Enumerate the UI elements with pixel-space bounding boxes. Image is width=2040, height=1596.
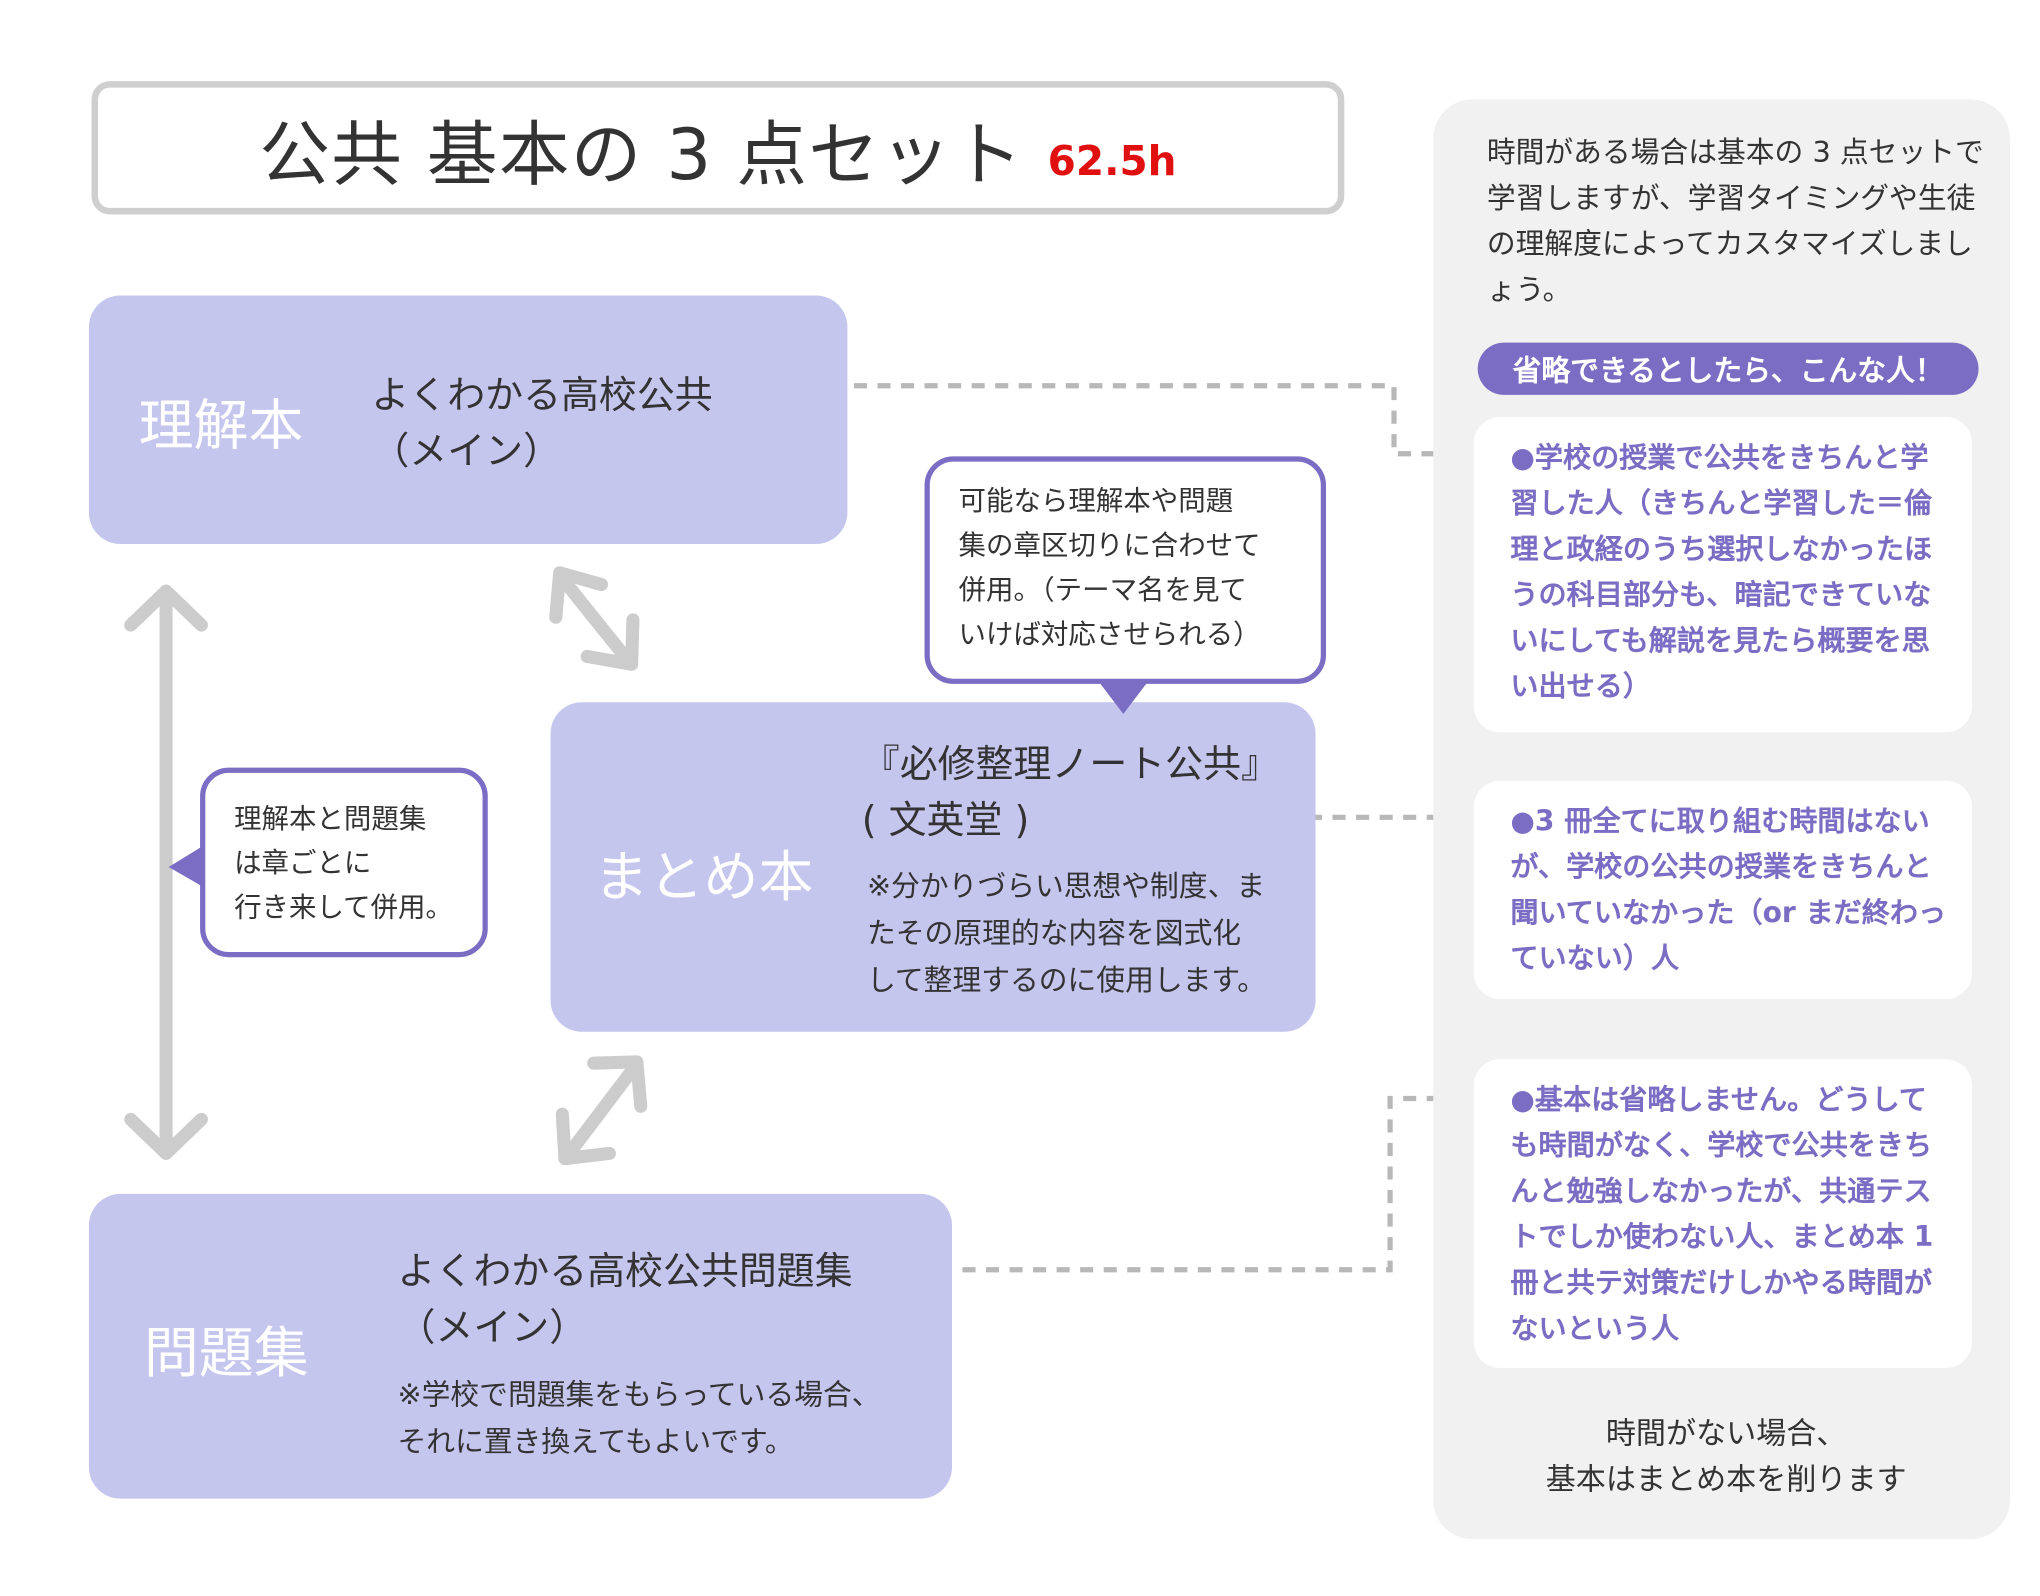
summary-note-line: たその原理的な内容を図式化 <box>867 918 1242 951</box>
workbook-title: よくわかる高校公共問題集 <box>397 1248 853 1294</box>
panel-outro: 時間がない場合、 基本はまとめ本を削ります <box>1438 1412 2013 1504</box>
total-hours: 62.5h <box>1047 138 1177 186</box>
vertical-double-arrow-icon <box>124 584 208 1160</box>
top-bubble-text: 可能なら理解本や問題 集の章区切りに合わせて 併用。（テーマ名を見て いけば対応… <box>958 485 1261 650</box>
page-title: 公共 基本の 3 点セット <box>259 113 1025 196</box>
workbook-note-line: ※学校で問題集をもらっている場合、 <box>397 1379 881 1413</box>
workbook-subtitle: （メイン） <box>397 1305 588 1350</box>
summary-label: まとめ本 <box>593 844 814 909</box>
workbook-note-line: それに置き換えてもよいです。 <box>397 1426 794 1460</box>
understanding-book-box: 理解本 よくわかる高校公共 （メイン） <box>88 295 848 545</box>
left-bubble-text: 理解本と問題集 は章ごとに 行き来して併用。 <box>234 802 453 924</box>
summary-title: 『必修整理ノート公共』 <box>861 741 1279 786</box>
summary-publisher: ( 文英堂 ) <box>861 797 1030 843</box>
skip-card-2: ●3 冊全てに取り組む時間はないが、学校の公共の授業をきちんと聞いていなかった（… <box>1473 780 1973 1000</box>
outro-line: 基本はまとめ本を削ります <box>1545 1463 1907 1498</box>
left-speech-bubble: 理解本と問題集 は章ごとに 行き来して併用。 <box>200 767 488 958</box>
connector-workbook-card3 <box>915 1095 1504 1273</box>
diagonal-double-arrow-bottom-icon <box>555 1055 648 1166</box>
skip-card-1: ●学校の授業で公共をきちんと学習した人（きちんと学習した＝倫理と政経のうち選択し… <box>1473 417 1973 733</box>
panel-intro: 時間がある場合は基本の 3 点セットで学習しますが、学習タイミングや生徒の理解度… <box>1486 137 1984 308</box>
summary-note-line: して整理するのに使用します。 <box>867 965 1267 998</box>
workbook-label: 問題集 <box>143 1320 309 1385</box>
workbook-box: 問題集 よくわかる高校公共問題集 （メイン） ※学校で問題集をもらっている場合、… <box>88 1193 953 1499</box>
summary-book-box: まとめ本 『必修整理ノート公共』 ( 文英堂 ) ※分かりづらい思想や制度、ま … <box>550 702 1316 1032</box>
understanding-subtitle: （メイン） <box>371 428 562 474</box>
understanding-label: 理解本 <box>138 393 304 458</box>
outro-line: 時間がない場合、 <box>1605 1417 1847 1452</box>
left-bubble-tail <box>168 846 203 887</box>
skip-heading-pill: 省略できるとしたら、こんな人！ <box>1477 342 1979 395</box>
diagonal-double-arrow-top-icon <box>549 566 640 671</box>
top-speech-bubble: 可能なら理解本や問題 集の章区切りに合わせて 併用。（テーマ名を見て いけば対応… <box>924 456 1327 684</box>
title-box: 公共 基本の 3 点セット 62.5h <box>91 81 1345 215</box>
summary-note-line: ※分かりづらい思想や制度、ま <box>867 870 1266 904</box>
connector-understanding-card1 <box>830 383 1504 457</box>
top-bubble-tail <box>1098 681 1149 715</box>
skip-card-3: ●基本は省略しません。どうしても時間がなく、学校で公共をきちんと勉強しなかったが… <box>1473 1059 1973 1368</box>
understanding-title: よくわかる高校公共 <box>371 372 713 418</box>
